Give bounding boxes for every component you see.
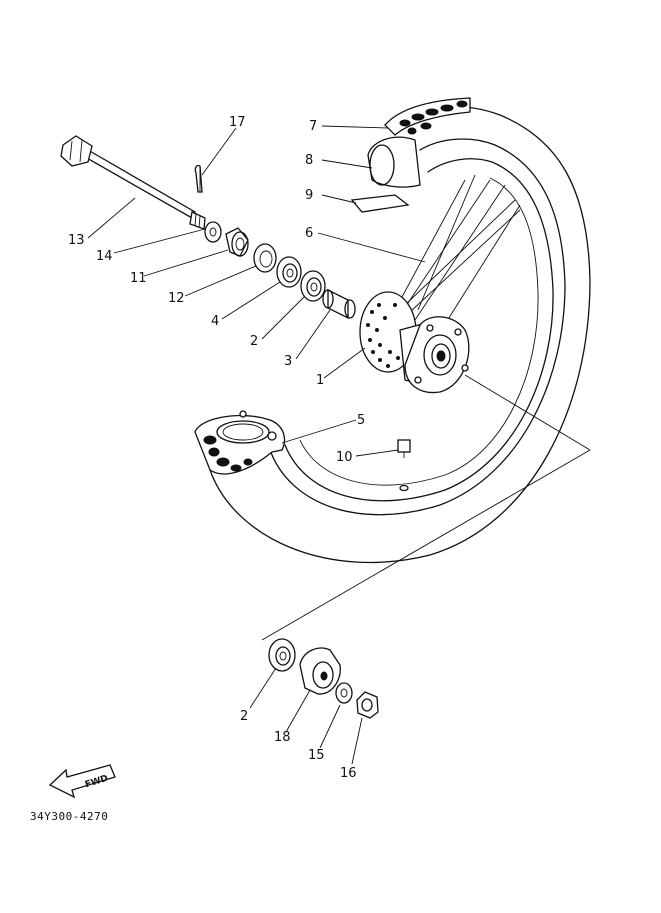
callout-1: 1	[316, 373, 324, 388]
callout-2-upper: 2	[250, 334, 258, 349]
callout-15: 15	[308, 748, 325, 763]
valve-part-10	[397, 439, 411, 492]
callout-16: 16	[340, 766, 357, 781]
callout-9: 9	[305, 188, 313, 203]
rim-outer	[284, 158, 554, 502]
hub-small-parts	[204, 221, 356, 320]
callout-labels: 17 7 8 9 6 13 14 11 12 4 2 3 1 5 10 2 18…	[68, 115, 365, 781]
callout-14: 14	[96, 249, 113, 264]
callout-4: 4	[211, 314, 219, 329]
oil-seal-part-12	[253, 243, 277, 273]
nut-part-14	[189, 211, 206, 230]
leader-lines	[87, 125, 426, 765]
tread-pattern-top	[399, 100, 468, 135]
assembly-guides	[261, 374, 591, 641]
callout-17: 17	[229, 115, 246, 130]
spokes	[394, 174, 521, 341]
gear-unit-part-18	[299, 647, 341, 695]
rim-inner	[299, 177, 539, 486]
tire-inner-edge	[269, 138, 566, 516]
disc-holes	[366, 303, 400, 368]
nut-part-16	[356, 691, 379, 719]
callout-18: 18	[274, 730, 291, 745]
callout-6: 6	[305, 226, 313, 241]
callout-12: 12	[168, 291, 185, 306]
fwd-arrow-icon: FWD	[48, 764, 116, 799]
spacer-part-3	[327, 288, 349, 320]
washer-part-15	[335, 682, 353, 704]
axle-assembly	[60, 135, 206, 230]
callout-2-lower: 2	[240, 709, 248, 724]
callout-11: 11	[130, 271, 147, 286]
tire-and-rim	[194, 97, 591, 564]
axle-head	[60, 135, 93, 167]
axle-part-13	[84, 149, 196, 219]
callout-8: 8	[305, 153, 313, 168]
lower-parts	[268, 638, 379, 719]
callout-13: 13	[68, 233, 85, 248]
washer-part-14	[204, 221, 222, 243]
hub-part-1	[359, 291, 470, 394]
bearing-lower-part-2	[268, 638, 296, 672]
rim-band-part-9	[350, 194, 410, 213]
tire-bead-opening	[216, 420, 270, 444]
callout-7: 7	[309, 119, 317, 134]
drawing-code: 34Y300-4270	[30, 810, 108, 823]
callout-5: 5	[357, 413, 365, 428]
tire-outer-edge	[209, 105, 591, 564]
callout-3: 3	[284, 354, 292, 369]
callout-10: 10	[336, 450, 353, 465]
cotter-pin-part-17	[194, 164, 203, 193]
tube-and-rim-band	[350, 136, 421, 213]
tread-pattern-bottom	[203, 410, 277, 472]
